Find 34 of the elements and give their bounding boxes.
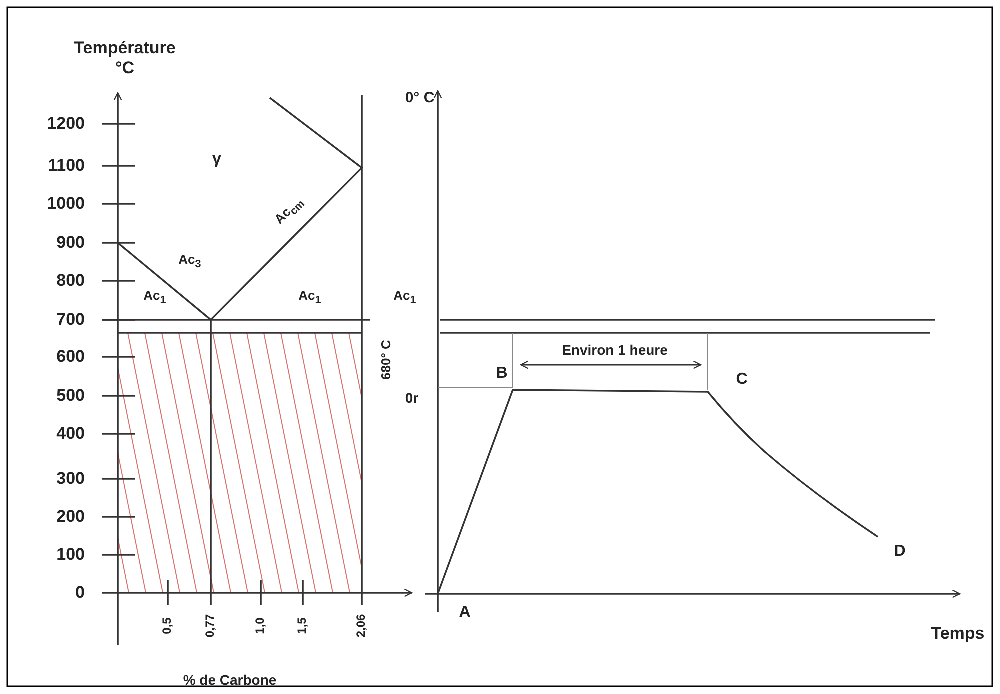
phase-label: Ac$_{1}$ — [144, 288, 166, 308]
duration-label: Environ 1 heure — [562, 342, 668, 358]
point-label: C — [736, 370, 748, 390]
axis-label: % de Carbone — [183, 672, 277, 688]
phase-label: Ac$_{1}$ — [298, 288, 322, 308]
tick-label: 0,77 — [204, 614, 218, 638]
tick-label: 1,0 — [254, 618, 268, 634]
tick-label: 1100 — [48, 156, 85, 176]
tick-label: 500 — [56, 386, 85, 406]
tick-label: 700 — [56, 310, 85, 330]
tick-label: 2,06 — [355, 614, 369, 638]
phase-label: γ — [212, 150, 222, 170]
temperature-label: 680° C — [380, 340, 394, 380]
tick-label: 300 — [56, 469, 85, 489]
tick-label: 100 — [56, 545, 85, 565]
tick-label: 900 — [56, 233, 85, 253]
phase-label: Ac$_{1}$ — [394, 288, 416, 308]
temperature-label: 0r — [405, 390, 419, 406]
point-label: A — [459, 604, 471, 622]
tick-label: 600 — [56, 347, 85, 367]
axis-title: Température °C — [73, 38, 177, 78]
tick-label: 0,5 — [161, 618, 175, 634]
axis-label: Temps — [931, 624, 985, 644]
tick-label: 0 — [76, 583, 85, 603]
point-label: B — [496, 364, 508, 384]
tick-label: 1000 — [47, 194, 85, 214]
tick-label: 400 — [56, 424, 85, 444]
axis-label: 0° C — [405, 89, 435, 107]
tick-label: 200 — [56, 507, 85, 527]
tick-label: 800 — [56, 271, 85, 291]
tick-label: 1200 — [47, 114, 85, 134]
point-label: D — [894, 542, 906, 562]
tick-label: 1,5 — [296, 618, 310, 634]
phase-label: Ac$_{3}$ — [178, 252, 202, 272]
